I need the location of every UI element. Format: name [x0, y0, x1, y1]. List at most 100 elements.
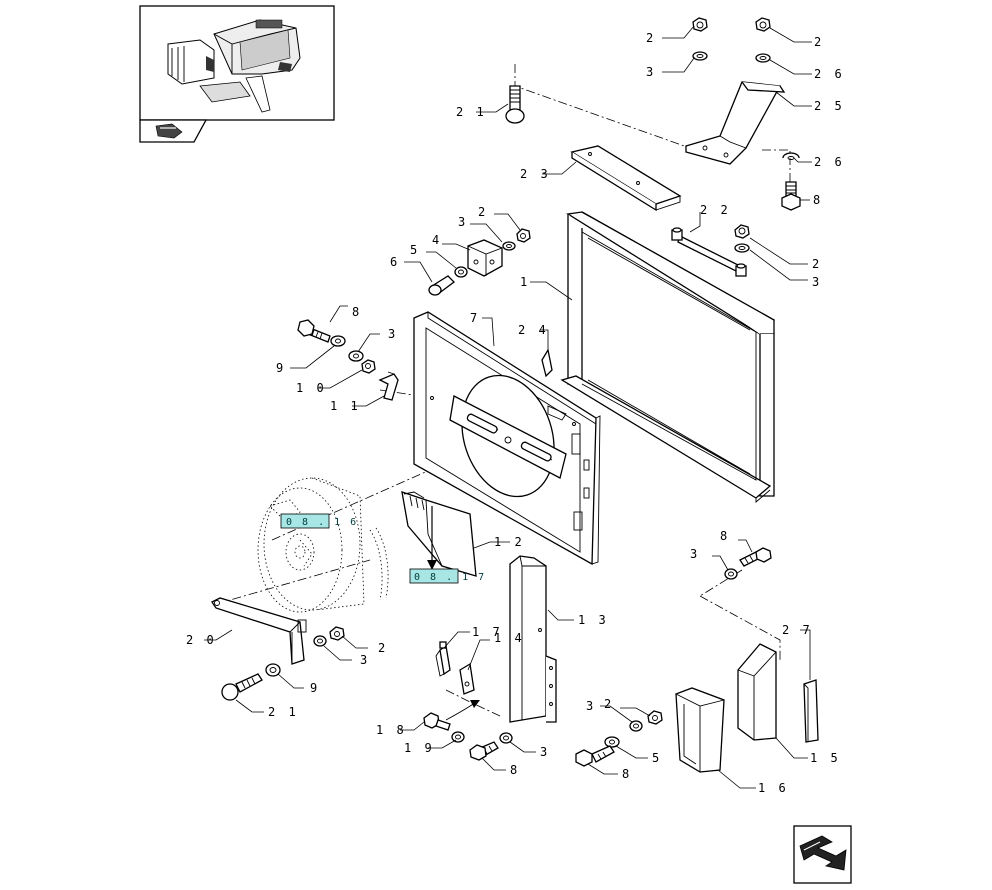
callout-8: 8 — [813, 193, 823, 207]
callout-13: 1 3 — [578, 613, 609, 627]
washer-3-bracket20[interactable] — [313, 635, 327, 647]
nut-2-top-left[interactable] — [692, 17, 708, 32]
machine-thumbnail-icon — [167, 19, 301, 113]
radiator-frame-1[interactable] — [560, 211, 776, 503]
washer-3-tierod[interactable] — [734, 243, 750, 253]
callout-25: 2 5 — [814, 99, 845, 113]
callout-17: 1 7 — [472, 625, 503, 639]
bracket-25[interactable] — [685, 81, 786, 165]
fan-reference-label[interactable]: 0 8 . 1 6 — [280, 513, 358, 529]
callout-18: 1 8 — [376, 723, 407, 737]
washer-3-clamp[interactable] — [502, 241, 516, 251]
callout-26: 2 6 — [814, 67, 845, 81]
callout-8: 8 — [720, 529, 730, 543]
guide-16[interactable] — [675, 687, 725, 773]
washer-9-bracket20[interactable] — [265, 663, 281, 677]
callout-5: 5 — [652, 751, 662, 765]
callout-8: 8 — [510, 763, 520, 777]
callout-2: 2 — [814, 35, 824, 49]
nut-2-clamp[interactable] — [516, 228, 531, 243]
clip-24[interactable] — [541, 348, 553, 378]
bolt-8-left[interactable] — [297, 319, 331, 343]
callout-9: 9 — [310, 681, 320, 695]
washer-26-top[interactable] — [755, 53, 771, 63]
nut-2-right-lower[interactable] — [647, 710, 663, 725]
callout-2: 2 — [378, 641, 388, 655]
callout-10: 1 0 — [296, 381, 327, 395]
callout-21: 2 1 — [268, 705, 299, 719]
callout-15: 1 5 — [810, 751, 841, 765]
washer-19[interactable] — [451, 731, 465, 743]
clamp-block-4[interactable] — [467, 239, 503, 277]
washer-26-lower[interactable] — [782, 152, 800, 160]
washer-3-lower-mid[interactable] — [499, 732, 513, 744]
bolt-21-top[interactable] — [505, 85, 525, 124]
leader-lines — [204, 25, 812, 789]
bolt-8-right-upper[interactable] — [739, 547, 772, 567]
bolt-8-top[interactable] — [781, 181, 801, 211]
shroud-plate-7[interactable] — [413, 311, 601, 566]
seal-12[interactable] — [401, 491, 477, 577]
bolt-21-lower[interactable] — [221, 673, 263, 701]
clip-11[interactable] — [378, 371, 399, 401]
callout-4: 4 — [432, 233, 442, 247]
callout-26: 2 6 — [814, 155, 845, 169]
callout-labels: 2 2 3 2 6 2 5 2 1 2 6 8 2 3 2 2 3 2 4 5 … — [186, 31, 845, 795]
callout-11: 1 1 — [330, 399, 361, 413]
locator-thumbnail[interactable] — [139, 5, 335, 143]
washer-5-clamp[interactable] — [454, 266, 468, 278]
callout-27: 2 7 — [782, 623, 813, 637]
callout-7: 7 — [470, 311, 480, 325]
pin-6[interactable] — [428, 275, 455, 296]
bolt-18[interactable] — [423, 712, 451, 731]
callout-1: 1 — [520, 275, 530, 289]
callout-2: 2 — [478, 205, 488, 219]
callout-8: 8 — [622, 767, 632, 781]
callout-12: 1 2 — [494, 535, 525, 549]
callout-3: 3 — [812, 275, 822, 289]
fan-reference-text: 0 8 . 1 6 — [286, 517, 358, 528]
nut-10-left[interactable] — [361, 359, 376, 374]
washer-3-top-left[interactable] — [692, 51, 708, 61]
bracket-14[interactable] — [459, 662, 475, 695]
nut-2-bracket20[interactable] — [329, 626, 345, 641]
callout-20: 2 0 — [186, 633, 217, 647]
washer-5-right[interactable] — [604, 736, 620, 748]
strip-27[interactable] — [803, 679, 819, 743]
nut-2-tierod[interactable] — [734, 224, 750, 239]
callout-3: 3 — [458, 215, 468, 229]
callout-16: 1 6 — [758, 781, 789, 795]
callout-2: 2 — [604, 697, 614, 711]
tie-rod-22[interactable] — [671, 227, 747, 277]
bracket-17[interactable] — [435, 641, 451, 677]
nut-2-top-right[interactable] — [755, 17, 771, 32]
callout-3: 3 — [360, 653, 370, 667]
washer-9-left[interactable] — [330, 335, 346, 347]
washer-3-right-upper[interactable] — [724, 568, 738, 580]
next-page-button[interactable] — [793, 825, 852, 884]
view-arrow-icon — [155, 123, 183, 139]
callout-2: 2 — [812, 257, 822, 271]
callout-21: 2 1 — [456, 105, 487, 119]
callout-3: 3 — [646, 65, 656, 79]
callout-23: 2 3 — [520, 167, 551, 181]
plate-23[interactable] — [570, 145, 682, 212]
washer-3-left[interactable] — [348, 350, 364, 362]
fan-assembly[interactable] — [257, 477, 389, 613]
callout-3: 3 — [540, 745, 550, 759]
callout-19: 1 9 — [404, 741, 435, 755]
shroud-reference-text: 0 8 . 1 7 — [414, 572, 486, 583]
washer-3-right-lower[interactable] — [629, 720, 643, 732]
callout-2: 2 — [646, 31, 656, 45]
callout-5: 5 — [410, 243, 420, 257]
bolt-8-right-lower[interactable] — [575, 745, 615, 767]
guide-15[interactable] — [737, 643, 777, 741]
callout-3: 3 — [388, 327, 398, 341]
bracket-20[interactable] — [211, 597, 307, 665]
bolt-8-lower-mid[interactable] — [469, 741, 499, 761]
shroud-reference-label[interactable]: 0 8 . 1 7 — [409, 568, 486, 584]
callout-24: 2 4 — [518, 323, 549, 337]
callout-8: 8 — [352, 305, 362, 319]
return-arrow-icon — [799, 835, 847, 871]
support-13[interactable] — [509, 555, 557, 723]
